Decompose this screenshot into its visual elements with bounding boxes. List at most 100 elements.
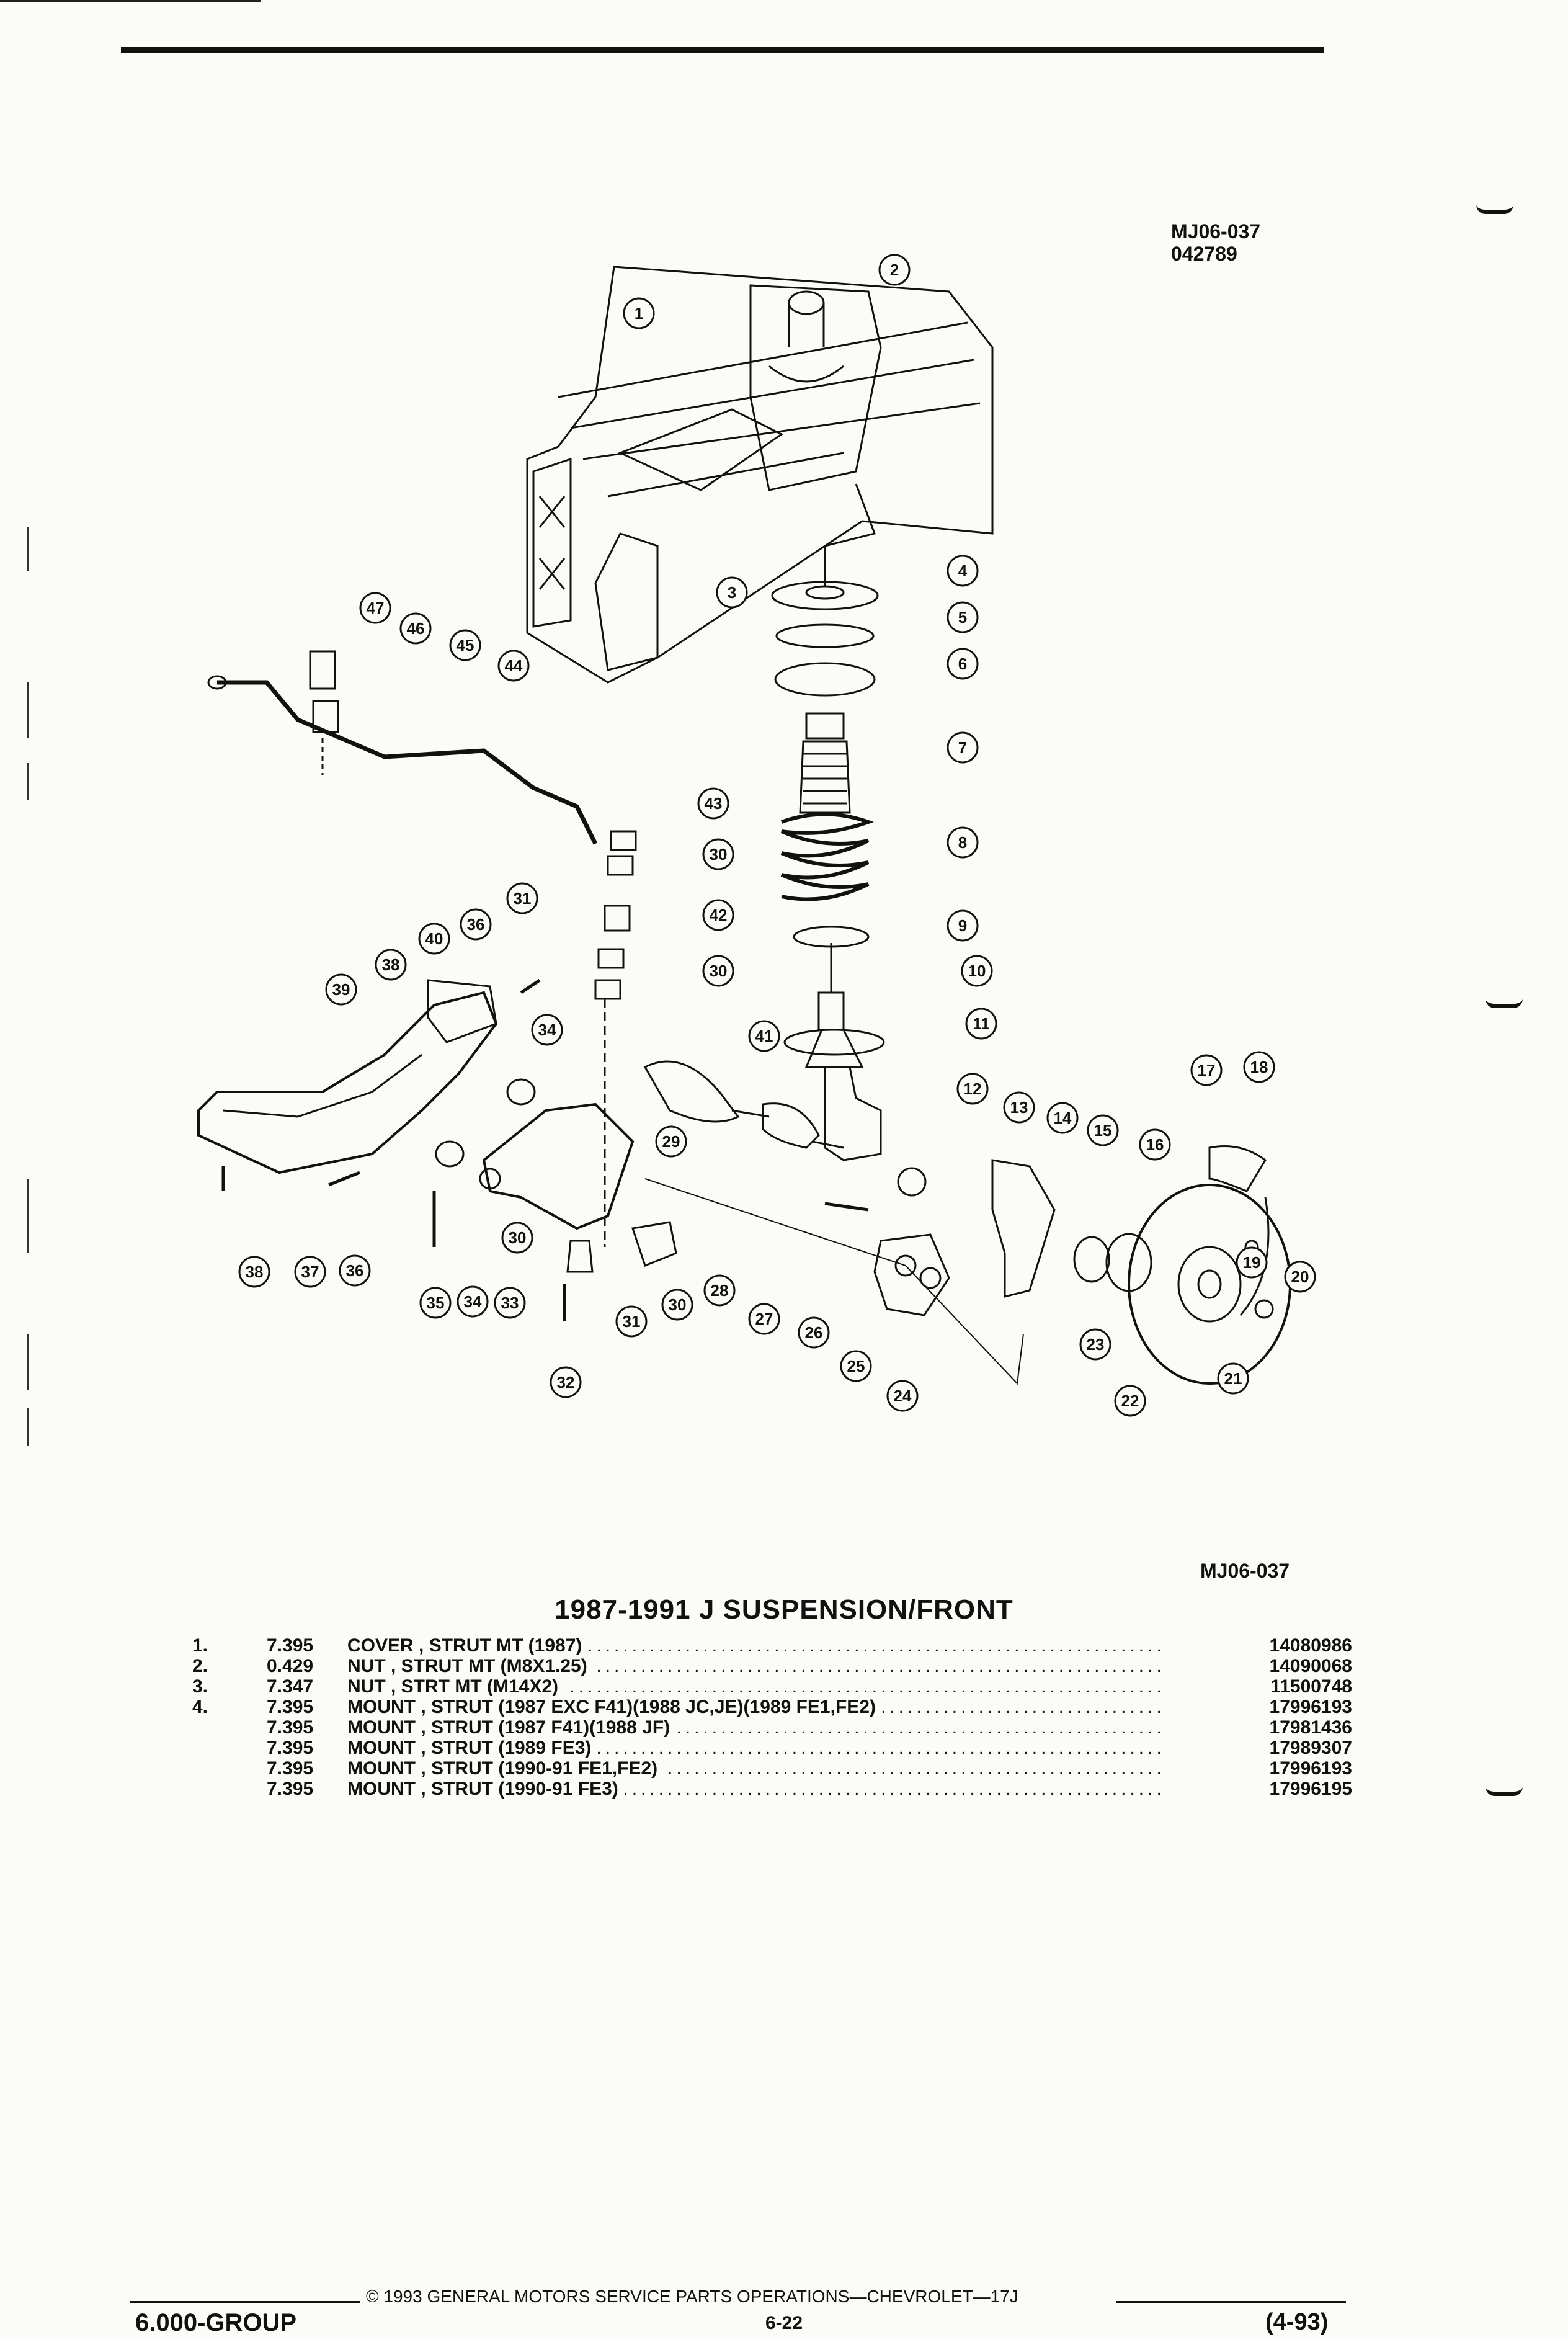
part-qty: 7.395 — [267, 1717, 314, 1738]
callout-10: 10 — [961, 955, 993, 987]
margin-mark — [27, 763, 29, 800]
callout-label: 35 — [427, 1294, 445, 1312]
callout-label: 17 — [1198, 1061, 1216, 1079]
callout-7: 7 — [947, 731, 979, 764]
callout-label: 42 — [710, 906, 728, 924]
callout-42: 42 — [702, 899, 734, 931]
callout-circle — [716, 576, 748, 609]
callout-label: 30 — [710, 962, 728, 980]
callout-circle — [947, 601, 979, 633]
callout-20: 20 — [1284, 1261, 1316, 1293]
callout-label: 8 — [958, 833, 967, 852]
stabilizer-bar — [207, 650, 637, 1247]
callout-14: 14 — [1046, 1102, 1079, 1134]
callout-24: 24 — [886, 1380, 919, 1412]
callout-circle — [947, 826, 979, 859]
callout-label: 36 — [467, 915, 485, 934]
callout-circle — [494, 1287, 526, 1319]
callout-8: 8 — [947, 826, 979, 859]
callout-label: 5 — [958, 608, 967, 627]
callout-circle — [1114, 1385, 1146, 1417]
figure-code: MJ06-037 — [1171, 220, 1261, 243]
callout-circle — [457, 1285, 489, 1318]
callout-circle — [961, 955, 993, 987]
footer-copyright: © 1993 GENERAL MOTORS SERVICE PARTS OPER… — [366, 2287, 1018, 2306]
part-description: MOUNT , STRUT (1987 EXC F41)(1988 JC,JE)… — [347, 1697, 882, 1718]
callout-circle — [1284, 1261, 1316, 1293]
part-detail: STRT MT (M14X2) — [401, 1676, 559, 1697]
callout-5: 5 — [947, 601, 979, 633]
callout-label: 36 — [346, 1261, 364, 1280]
part-qty: 7.395 — [267, 1779, 314, 1799]
callout-circle — [886, 1380, 919, 1412]
callout-label: 31 — [623, 1312, 641, 1331]
figure-code-footer: MJ06-037 — [1200, 1560, 1290, 1582]
callout-16: 16 — [1139, 1128, 1171, 1161]
callout-label: 21 — [1224, 1369, 1242, 1388]
part-qty: 0.429 — [267, 1656, 314, 1676]
callout-13: 13 — [1003, 1091, 1035, 1124]
callout-circle — [238, 1256, 270, 1288]
part-number: 17989307 — [1269, 1738, 1352, 1758]
callout-30: 30 — [501, 1222, 533, 1254]
callout-circle — [702, 955, 734, 987]
callout-25: 25 — [840, 1350, 872, 1382]
margin-mark — [27, 1179, 29, 1253]
callout-30: 30 — [702, 838, 734, 870]
callout-circle — [947, 731, 979, 764]
callout-circle — [615, 1305, 648, 1338]
callout-label: 4 — [958, 561, 968, 580]
callout-22: 22 — [1114, 1385, 1146, 1417]
part-detail: STRUT (1987 F41)(1988 JF) — [431, 1717, 670, 1738]
callout-41: 41 — [748, 1020, 780, 1052]
callout-18: 18 — [1243, 1051, 1275, 1083]
callout-circle — [655, 1125, 687, 1158]
margin-mark — [27, 527, 29, 571]
callout-circle — [947, 555, 979, 587]
callout-circle — [325, 973, 357, 1006]
part-index: 3. — [192, 1676, 208, 1697]
part-number: 17981436 — [1269, 1717, 1352, 1738]
callout-label: 12 — [964, 1079, 982, 1098]
footer-date: (4-93) — [1265, 2309, 1329, 2335]
margin-mark — [27, 1408, 29, 1446]
part-description: MOUNT , STRUT (1990-91 FE1,FE2) — [347, 1758, 664, 1779]
part-description: MOUNT , STRUT (1987 F41)(1988 JF) — [347, 1717, 677, 1738]
callout-26: 26 — [798, 1316, 830, 1349]
part-qty: 7.395 — [267, 1697, 314, 1717]
callout-circle — [1217, 1362, 1249, 1395]
callout-circle — [1087, 1114, 1119, 1146]
callout-circle — [748, 1303, 780, 1335]
scan-mark — [1486, 999, 1523, 1008]
callout-label: 39 — [332, 980, 350, 999]
callout-label: 30 — [710, 845, 728, 864]
part-description: MOUNT , STRUT (1990-91 FE3) — [347, 1779, 625, 1800]
callout-circle — [947, 648, 979, 680]
callout-circle — [375, 949, 407, 981]
part-number: 14090068 — [1269, 1656, 1352, 1676]
part-name: MOUNT — [347, 1758, 416, 1779]
part-name: NUT — [347, 1656, 386, 1676]
callout-label: 34 — [538, 1021, 556, 1039]
callout-label: 15 — [1094, 1121, 1112, 1140]
document-title: 1987-1991 J SUSPENSION/FRONT — [555, 1594, 1013, 1625]
callout-label: 20 — [1291, 1267, 1309, 1286]
callout-9: 9 — [947, 909, 979, 942]
callout-11: 11 — [965, 1008, 997, 1040]
callout-label: 38 — [246, 1262, 264, 1281]
callout-label: 14 — [1054, 1109, 1072, 1127]
callout-38: 38 — [375, 949, 407, 981]
callout-label: 41 — [755, 1027, 773, 1045]
callout-label: 45 — [457, 636, 474, 655]
callout-circle — [697, 787, 729, 820]
callout-circle — [703, 1274, 736, 1307]
figure-code-header: MJ06-037 042789 — [1171, 220, 1260, 265]
part-detail: STRUT (1990-91 FE3) — [431, 1779, 618, 1799]
scan-mark — [1476, 205, 1513, 214]
callout-label: 30 — [509, 1228, 527, 1247]
callout-1: 1 — [623, 297, 655, 329]
callout-28: 28 — [703, 1274, 736, 1307]
part-number: 17996193 — [1269, 1758, 1352, 1779]
parts-row: 3.7.347NUT , STRT MT (M14X2)11500748 — [192, 1676, 1352, 1697]
